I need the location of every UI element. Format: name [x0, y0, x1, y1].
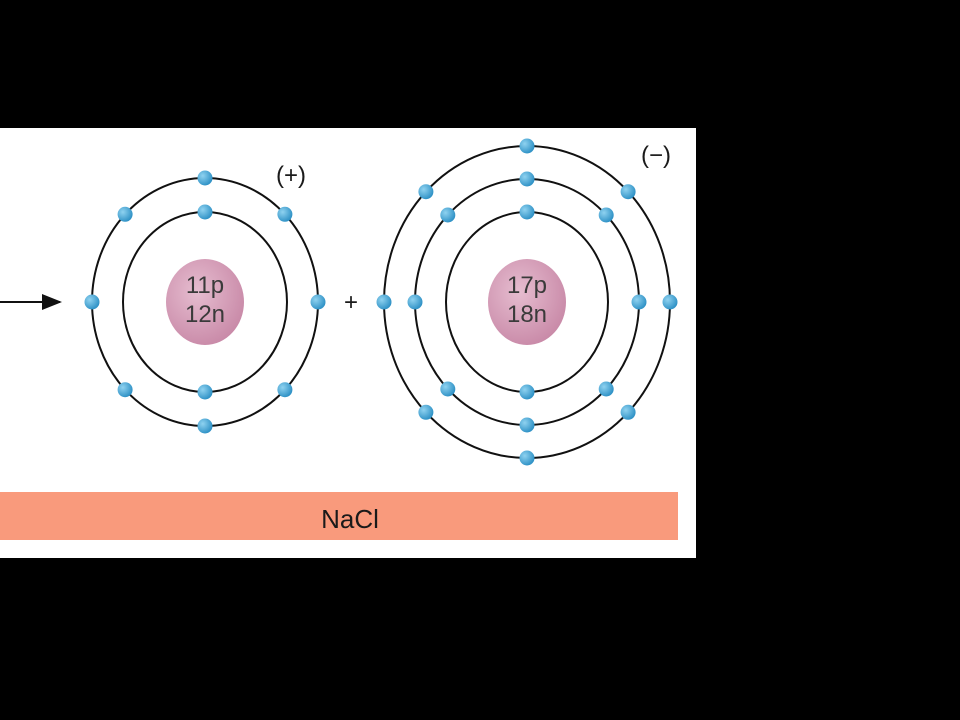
chlorine-electron-shell3-7 — [376, 294, 392, 310]
chlorine-electrons — [376, 138, 678, 466]
chlorine-electron-shell2-4 — [598, 381, 614, 397]
product-label: NaCl — [321, 504, 379, 534]
chlorine-electron-shell2-7 — [407, 294, 423, 310]
chlorine-electron-shell3-8 — [418, 184, 434, 200]
chlorine-electron-shell1-1 — [519, 204, 535, 220]
sodium-protons: 11p — [186, 272, 224, 299]
sodium-electron-shell2-2 — [277, 206, 293, 222]
sodium-charge: (+) — [276, 162, 306, 189]
chlorine-electron-shell2-5 — [519, 417, 535, 433]
sodium-electron-shell2-6 — [117, 382, 133, 398]
chlorine-electron-shell2-1 — [519, 171, 535, 187]
sodium-electron-shell1-2 — [197, 384, 213, 400]
sodium-atom: 11p 12n (+) — [84, 162, 326, 434]
sodium-electron-shell2-5 — [197, 418, 213, 434]
sodium-nucleus — [166, 259, 244, 345]
chlorine-electron-shell3-5 — [519, 450, 535, 466]
chlorine-electron-shell3-4 — [620, 404, 636, 420]
chlorine-atom: 17p 18n (−) — [376, 138, 678, 466]
chlorine-charge: (−) — [641, 142, 671, 169]
sodium-electrons — [84, 170, 326, 434]
chlorine-electron-shell2-8 — [440, 207, 456, 223]
sodium-electron-shell2-1 — [197, 170, 213, 186]
sodium-neutrons: 12n — [185, 301, 225, 328]
chlorine-electron-shell3-3 — [662, 294, 678, 310]
chlorine-electron-shell3-2 — [620, 184, 636, 200]
chlorine-electron-shell3-6 — [418, 404, 434, 420]
sodium-electron-shell1-1 — [197, 204, 213, 220]
sodium-electron-shell2-4 — [277, 382, 293, 398]
sodium-electron-shell2-7 — [84, 294, 100, 310]
chlorine-protons: 17p — [507, 272, 547, 299]
diagram-panel — [0, 128, 696, 558]
sodium-electron-shell2-3 — [310, 294, 326, 310]
chlorine-electron-shell2-2 — [598, 207, 614, 223]
sodium-electron-shell2-8 — [117, 206, 133, 222]
plus-sign: + — [344, 289, 358, 316]
product-bar — [0, 492, 678, 540]
chlorine-electron-shell2-3 — [631, 294, 647, 310]
chlorine-electron-shell2-6 — [440, 381, 456, 397]
chlorine-electron-shell1-2 — [519, 384, 535, 400]
chlorine-electron-shell3-1 — [519, 138, 535, 154]
chlorine-nucleus — [488, 259, 566, 345]
chlorine-neutrons: 18n — [507, 301, 547, 328]
